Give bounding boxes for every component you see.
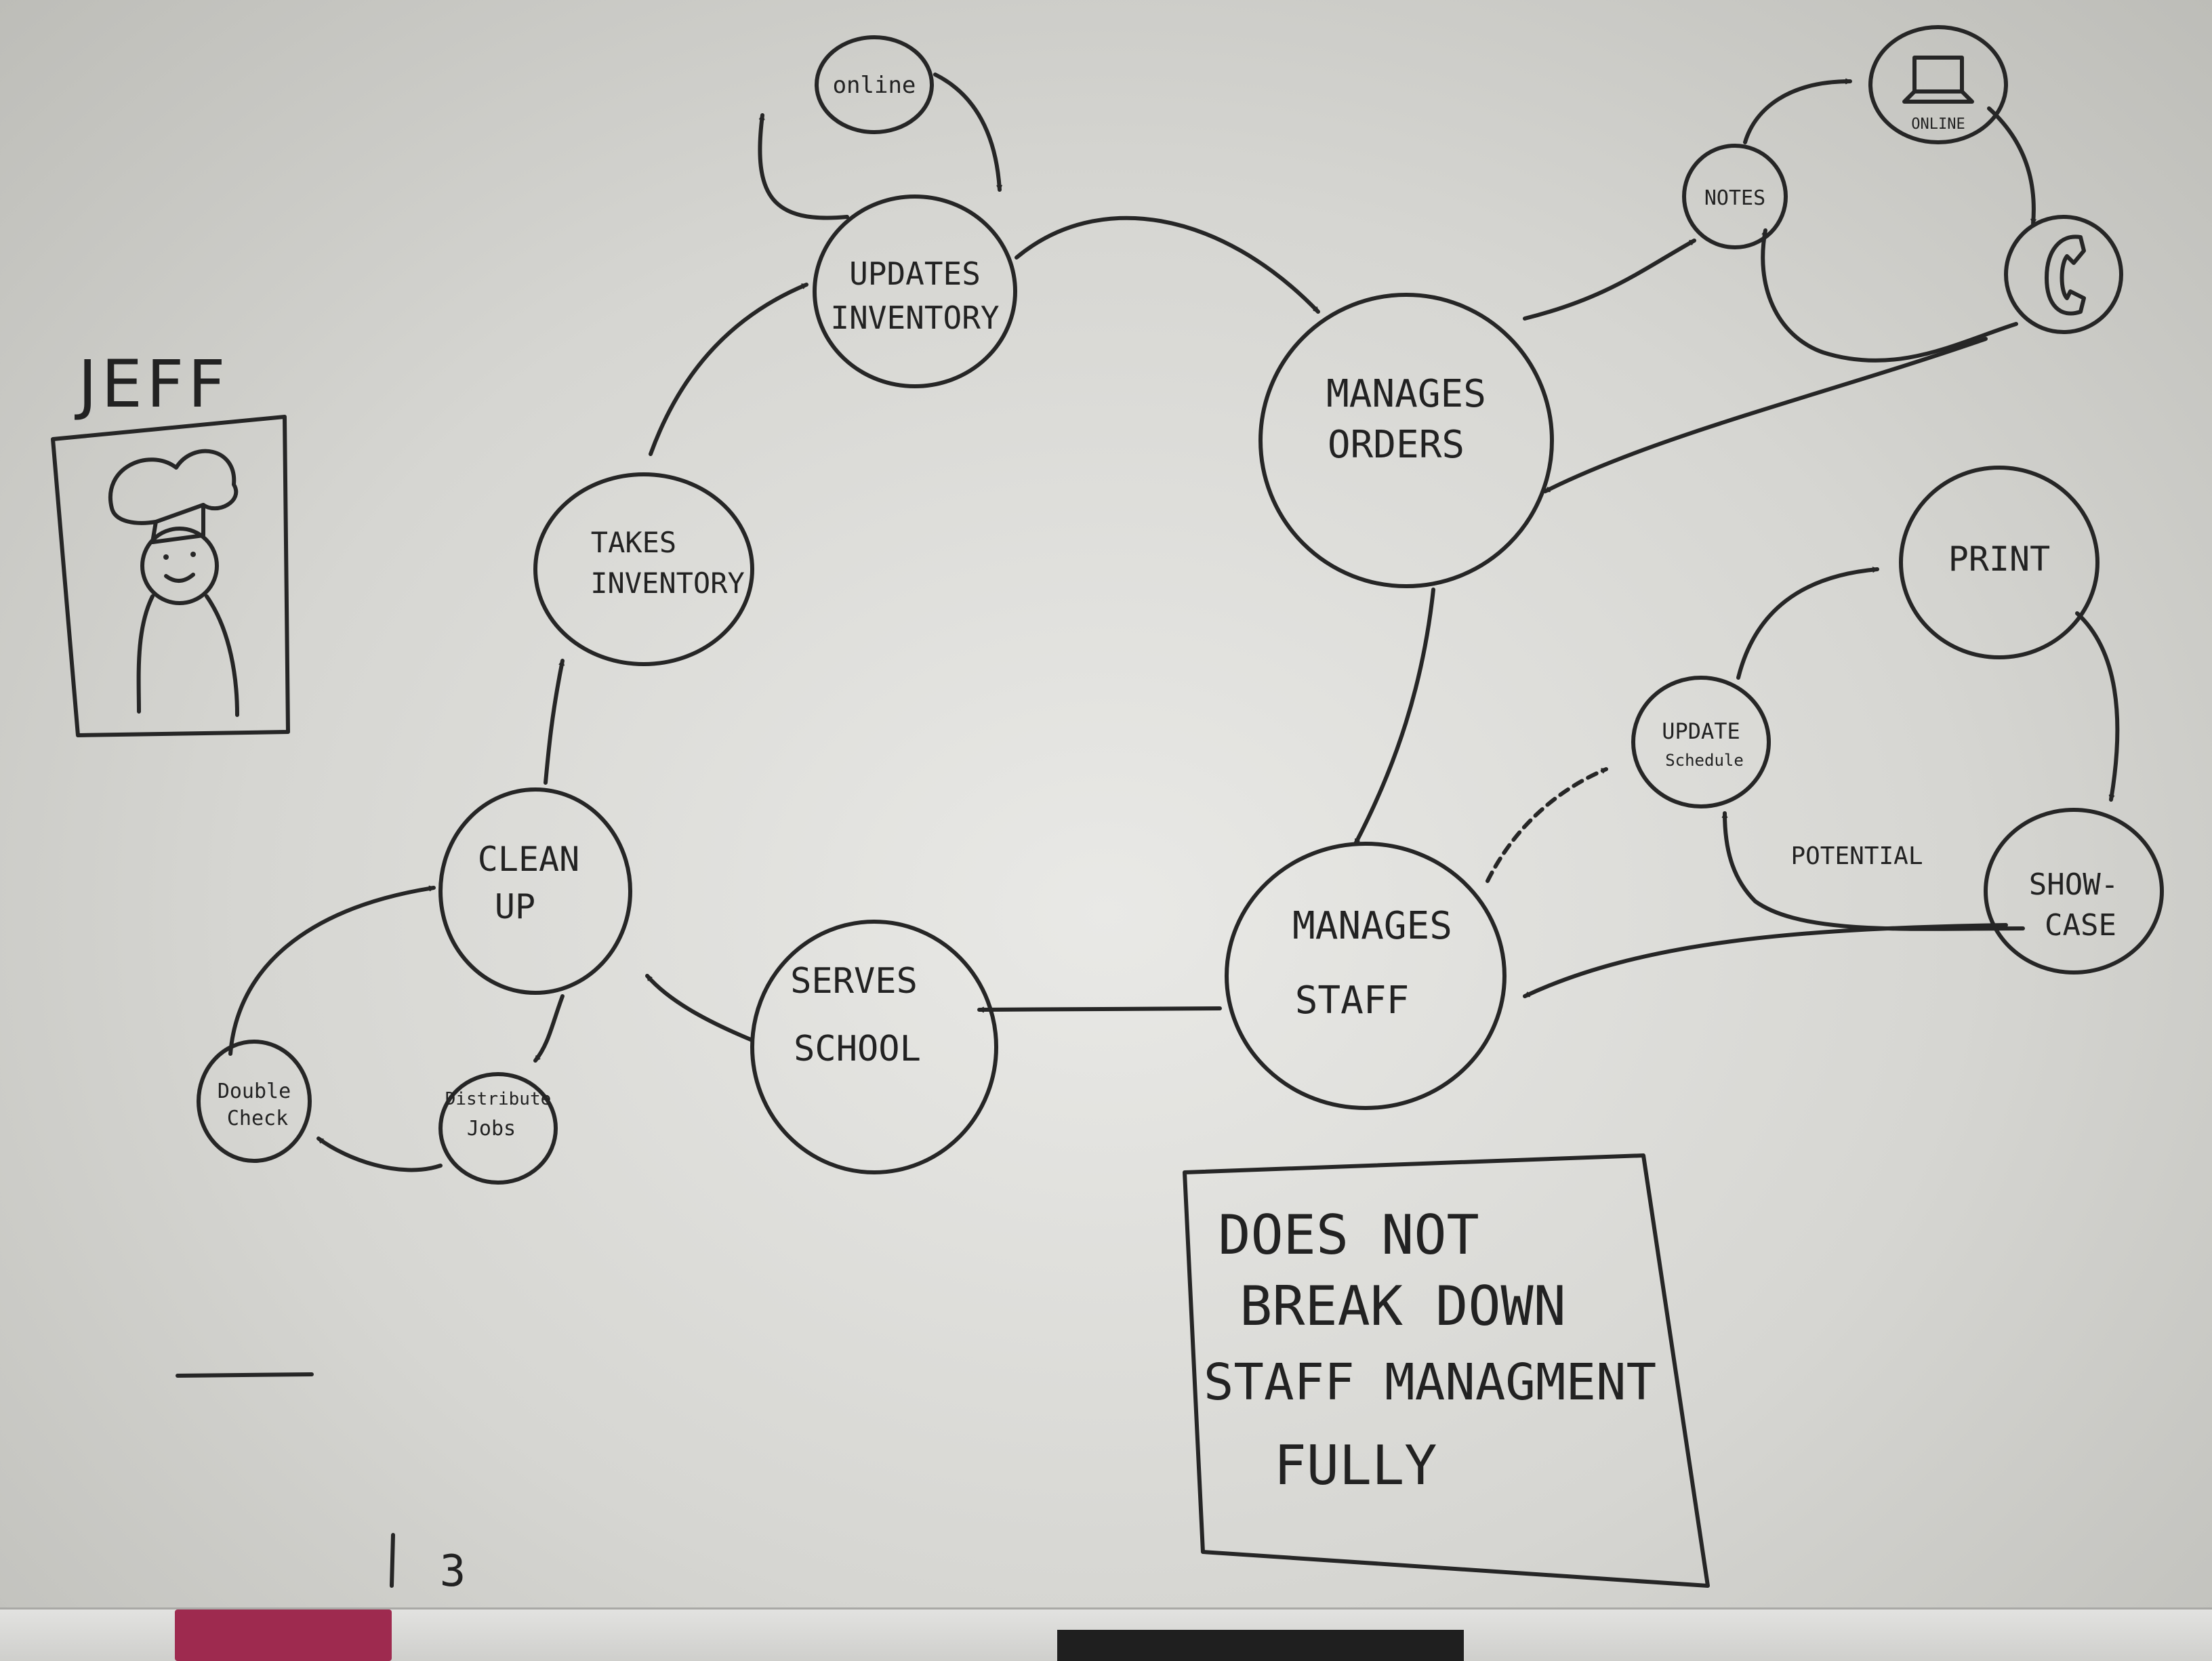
note-line-1: DOES NOT: [1218, 1204, 1479, 1267]
board-numeral: 3: [440, 1546, 466, 1597]
node-updates-inventory-label-1: UPDATES: [849, 255, 981, 292]
note-line-4: FULLY: [1274, 1434, 1437, 1497]
jeff-portrait: JEFF: [51, 346, 290, 737]
node-print-label: PRINT: [1948, 539, 2051, 579]
node-manages-staff-label-1: MANAGES: [1292, 904, 1452, 948]
laptop-icon: [1902, 56, 1974, 104]
node-manage-orders-label-1: MANAGES: [1326, 372, 1486, 416]
note-line-2: BREAK DOWN: [1240, 1275, 1566, 1338]
node-serves-school-label-1: SERVES: [790, 961, 918, 1002]
node-manages-staff-label-2: STAFF: [1295, 979, 1410, 1023]
edge-staff-to-serves: [977, 1006, 1222, 1010]
eraser: [1057, 1630, 1464, 1661]
node-distribute-jobs: Distribute Jobs: [438, 1072, 558, 1185]
note-box-frame: [1183, 1153, 1710, 1588]
edge-takes-to-updates: [649, 283, 808, 456]
node-phone: [2004, 215, 2123, 334]
node-update-schedule-label-2: Schedule: [1665, 751, 1744, 770]
edges: [228, 73, 2120, 1172]
edge-orders-to-notes: [1523, 239, 1696, 321]
edge-notes-to-online: [1743, 81, 1852, 144]
node-showcase: SHOW- CASE: [1984, 808, 2164, 975]
node-serves-school: SERVES SCHOOL: [750, 920, 998, 1174]
node-clean-up-label-1: CLEAN: [478, 840, 580, 879]
edge-clean-to-distribute: [533, 994, 565, 1063]
chef-icon: [108, 449, 239, 717]
node-print: PRINT: [1899, 466, 2100, 659]
node-takes-inventory-label-2: INVENTORY: [590, 567, 745, 600]
board-marks: 3: [176, 1372, 466, 1597]
node-serves-school-label-2: SCHOOL: [794, 1029, 921, 1069]
node-double-check-label-1: Double: [218, 1080, 291, 1103]
node-online-top: online: [815, 35, 934, 134]
node-manage-orders: MANAGES ORDERS: [1258, 293, 1554, 588]
node-update-schedule: UPDATE Schedule: [1631, 676, 1771, 808]
edge-staff-to-update-schedule: [1486, 767, 1608, 883]
edge-double-to-clean: [228, 888, 436, 1056]
node-updates-inventory-label-2: INVENTORY: [830, 300, 999, 336]
node-update-schedule-label-1: UPDATE: [1662, 718, 1740, 744]
node-clean-up-label-2: UP: [495, 887, 535, 926]
node-updates-inventory: UPDATES INVENTORY: [813, 194, 1017, 388]
node-distribute-jobs-label-1: Distribute: [445, 1089, 552, 1109]
node-online-top-label: online: [833, 72, 916, 99]
note-box: DOES NOT BREAK DOWN STAFF MANAGMENT FULL…: [1183, 1153, 1710, 1588]
edge-label-potential: POTENTIAL: [1790, 842, 1923, 870]
node-double-check-label-2: Check: [227, 1107, 288, 1130]
note-line-3: STAFF MANAGMENT: [1204, 1353, 1656, 1412]
edge-print-to-showcase: [2075, 611, 2120, 802]
edge-phone-to-notes: [1761, 228, 2018, 363]
edge-schedule-to-print: [1736, 569, 1879, 680]
edge-online-to-phone: [1987, 106, 2034, 226]
node-notes-label: NOTES: [1704, 186, 1765, 210]
portrait-frame: [51, 415, 290, 737]
node-showcase-label-1: SHOW-: [2029, 867, 2118, 902]
edge-clean-to-takes: [544, 659, 565, 785]
edge-phone-to-orders: [1543, 337, 1988, 493]
node-online-laptop: ONLINE: [1868, 25, 2008, 144]
node-clean-up: CLEAN UP: [438, 787, 632, 995]
node-takes-inventory-label-1: TAKES: [591, 526, 676, 559]
node-takes-inventory: TAKES INVENTORY: [533, 472, 754, 666]
node-online-laptop-label: ONLINE: [1911, 116, 1965, 133]
edge-orders-to-staff: [1353, 588, 1435, 846]
edge-showcase-to-staff: [1523, 923, 2008, 998]
marker-box: [175, 1609, 392, 1661]
edge-updates-to-orders: [1015, 216, 1320, 314]
node-showcase-label-2: CASE: [2045, 908, 2116, 943]
node-double-check: Double Check: [197, 1040, 312, 1163]
edge-online-to-updates: [933, 73, 1000, 192]
edge-updates-to-online: [758, 113, 849, 220]
node-manage-orders-label-2: ORDERS: [1328, 423, 1465, 467]
node-manages-staff: MANAGES STAFF: [1225, 842, 1507, 1110]
phone-icon: [2045, 234, 2086, 316]
node-notes: NOTES: [1682, 144, 1788, 249]
edge-serves-to-clean: [645, 974, 754, 1042]
edge-showcase-to-schedule: [1725, 811, 2025, 931]
edge-distribute-to-double: [316, 1136, 443, 1172]
character-name: JEFF: [75, 346, 229, 422]
node-distribute-jobs-label-2: Jobs: [467, 1117, 516, 1141]
nodes: online UPDATES INVENTORY MANAGES ORDERS …: [197, 25, 2164, 1185]
marker-tray: [0, 1607, 2212, 1661]
